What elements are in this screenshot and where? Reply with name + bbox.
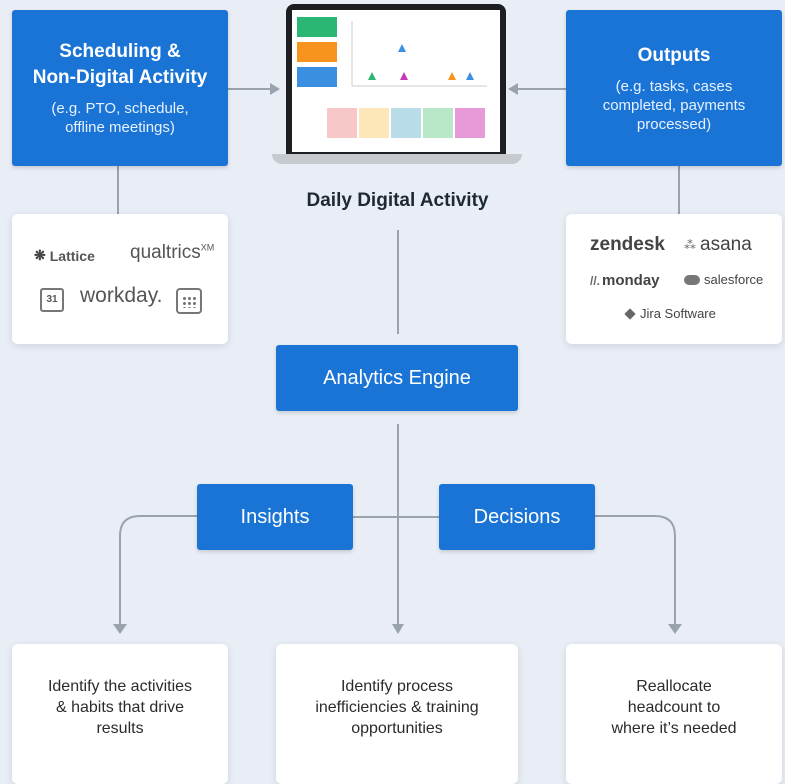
outputs-sub-line2: completed, payments bbox=[602, 96, 746, 114]
qualtrics-name: qualtrics bbox=[130, 242, 201, 263]
scheduling-sub-line1: (e.g. PTO, schedule, bbox=[51, 100, 189, 117]
connector-right-down bbox=[678, 166, 680, 214]
salesforce-logo: salesforce bbox=[684, 272, 763, 287]
arrowhead-left-icon bbox=[508, 83, 518, 95]
outputs-subtitle: (e.g. tasks, cases completed, payments p… bbox=[603, 77, 746, 134]
asana-name: asana bbox=[700, 234, 752, 255]
workday-logo: workday. bbox=[80, 284, 162, 308]
branch-curves bbox=[113, 515, 682, 634]
monday-icon: //. bbox=[590, 273, 601, 288]
insights-box: Insights bbox=[197, 484, 353, 550]
outputs-title: Outputs bbox=[637, 44, 711, 66]
result-box-activities: Identify the activities & habits that dr… bbox=[12, 644, 228, 784]
decisions-box: Decisions bbox=[439, 484, 595, 550]
zendesk-logo: zendesk bbox=[590, 234, 665, 256]
laptop-screen bbox=[286, 4, 506, 154]
connector-left-down bbox=[117, 166, 119, 214]
laptop-illustration bbox=[272, 0, 522, 170]
metric-card-green bbox=[297, 17, 337, 37]
daily-digital-activity-label: Daily Digital Activity bbox=[306, 190, 489, 211]
asana-logo: ⁂ asana bbox=[684, 234, 752, 256]
scheduling-box: Scheduling & Non-Digital Activity (e.g. … bbox=[12, 10, 228, 166]
scheduling-subtitle: (e.g. PTO, schedule, offline meetings) bbox=[51, 99, 188, 137]
jira-diamond-icon bbox=[624, 307, 636, 320]
jira-logo: Jira Software bbox=[624, 306, 716, 321]
result-text-process: Identify process inefficiencies & traini… bbox=[315, 678, 479, 737]
result-box-headcount: Reallocate headcount to where it’s neede… bbox=[566, 644, 782, 784]
analytics-engine-label: Analytics Engine bbox=[323, 366, 471, 389]
monday-logo: //. monday bbox=[590, 272, 660, 289]
laptop-base bbox=[272, 154, 522, 164]
arrow-left-to-laptop bbox=[228, 88, 272, 90]
outputs-sub-line3: processed) bbox=[636, 115, 712, 133]
lattice-name: Lattice bbox=[49, 247, 95, 264]
right-integrations-box: zendesk ⁂ asana //. monday salesforce Ji… bbox=[566, 214, 782, 344]
calendar-grid-icon bbox=[176, 288, 202, 314]
analytics-engine-box: Analytics Engine bbox=[276, 345, 518, 411]
jira-name: Jira Software bbox=[640, 306, 716, 321]
arrowhead-down-icon bbox=[392, 624, 404, 634]
metric-card-blue bbox=[297, 67, 337, 87]
decisions-label: Decisions bbox=[473, 505, 561, 528]
google-calendar-icon: 31 bbox=[40, 288, 64, 312]
scheduling-sub-line2: offline meetings) bbox=[65, 119, 175, 136]
result-text-activities: Identify the activities & habits that dr… bbox=[47, 678, 193, 737]
outputs-sub-line1: (e.g. tasks, cases bbox=[615, 77, 733, 95]
zendesk-name: zendesk bbox=[590, 234, 665, 255]
outputs-box: Outputs (e.g. tasks, cases completed, pa… bbox=[566, 10, 782, 166]
arrowhead-right-icon bbox=[270, 83, 280, 95]
scheduling-title-line2: Non-Digital Activity bbox=[32, 67, 208, 88]
metric-card-orange bbox=[297, 42, 337, 62]
arrow-right-to-laptop bbox=[518, 88, 566, 90]
qualtrics-logo: qualtricsXM bbox=[130, 242, 214, 264]
connector-center-to-result bbox=[397, 504, 399, 624]
qualtrics-xm: XM bbox=[200, 242, 215, 253]
workday-name: workday. bbox=[80, 284, 163, 307]
left-integrations-box: ❋ Lattice qualtricsXM 31 workday. bbox=[12, 214, 228, 344]
monday-name: monday bbox=[602, 272, 660, 289]
dashboard-screenshot bbox=[292, 10, 500, 152]
result-text-headcount: Reallocate headcount to where it’s neede… bbox=[611, 678, 737, 737]
result-box-process: Identify process inefficiencies & traini… bbox=[276, 644, 518, 784]
asana-dots-icon: ⁂ bbox=[684, 238, 696, 252]
lattice-logo: ❋ Lattice bbox=[34, 247, 95, 264]
connector-center-bottom bbox=[397, 424, 399, 504]
scheduling-title-line1: Scheduling & bbox=[59, 41, 181, 62]
salesforce-name: salesforce bbox=[704, 272, 764, 287]
mini-table bbox=[297, 102, 495, 146]
salesforce-cloud-icon bbox=[684, 274, 700, 285]
lattice-icon: ❋ bbox=[34, 247, 46, 263]
mini-scatter-chart bbox=[351, 21, 487, 87]
connector-center-top bbox=[397, 230, 399, 334]
connector-insights-decisions bbox=[353, 516, 441, 518]
insights-label: Insights bbox=[240, 505, 310, 528]
